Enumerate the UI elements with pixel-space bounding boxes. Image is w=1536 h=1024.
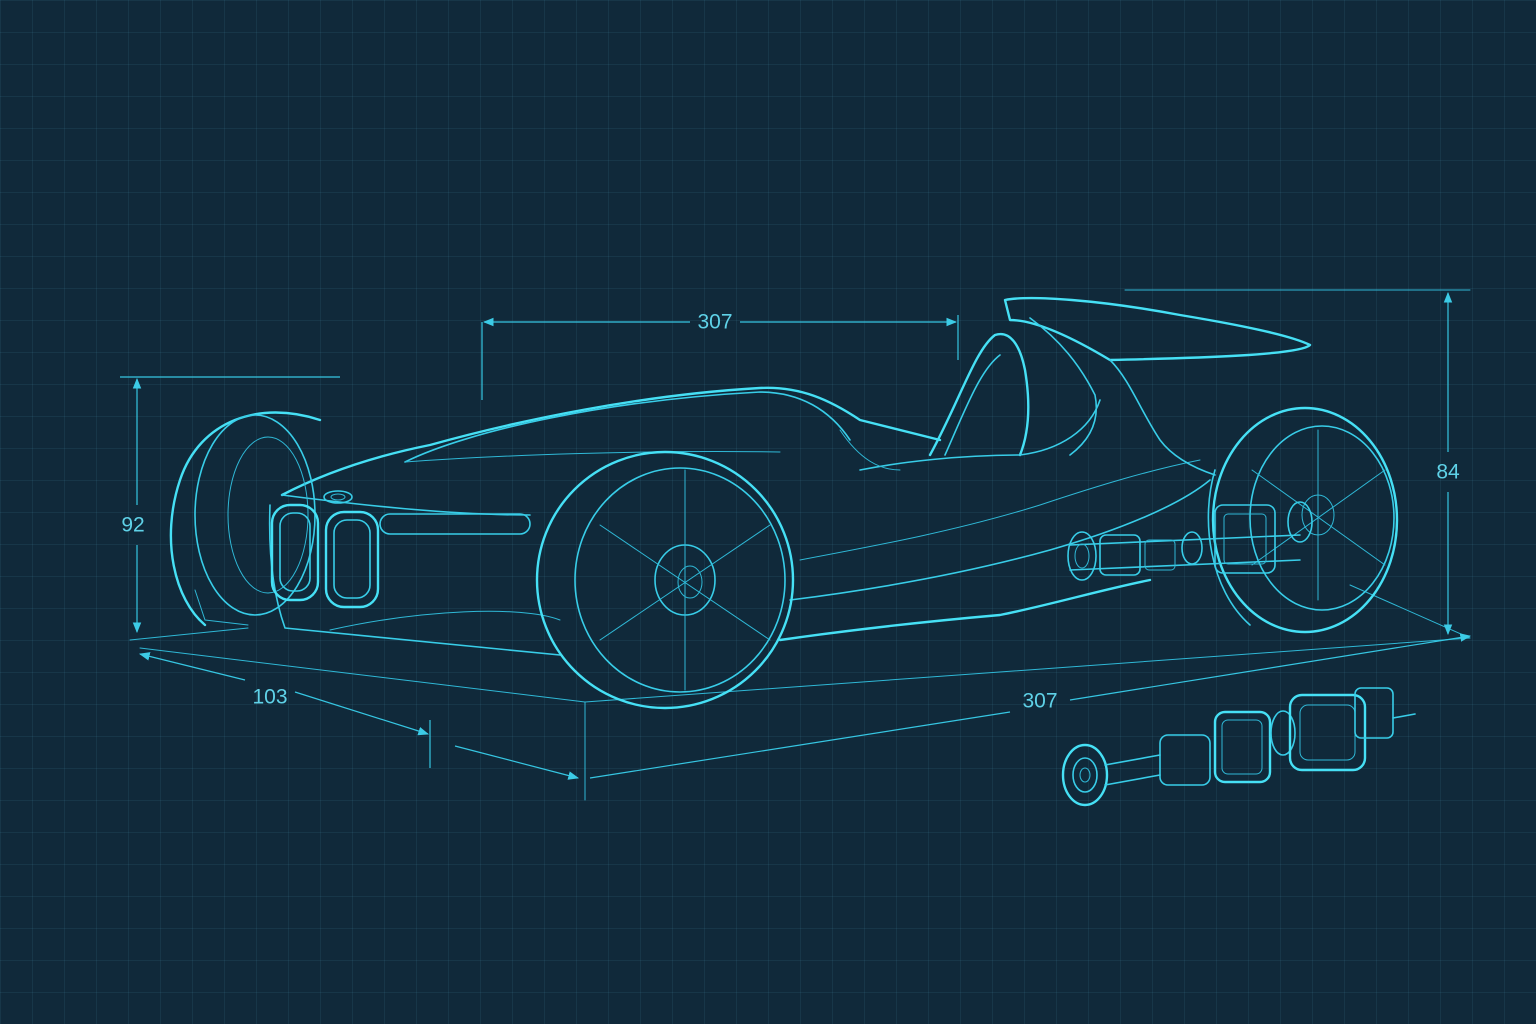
dimension-label-wheelbase: 307 <box>697 311 732 334</box>
dimension-label-front-height: 92 <box>121 514 144 537</box>
front-left-wheel <box>169 411 322 627</box>
dimension-label-length: 307 <box>1022 690 1057 713</box>
dimension-width <box>138 652 431 768</box>
front-right-wheel <box>535 450 795 710</box>
dimension-front-height <box>120 376 340 634</box>
rear-wheel <box>1207 406 1399 634</box>
car-body <box>268 289 1471 656</box>
rear-drivetrain <box>1067 501 1313 581</box>
dimension-label-width: 103 <box>252 686 287 709</box>
exploded-motor-assembly <box>1061 687 1416 807</box>
dimension-label-rear-height: 84 <box>1436 461 1460 484</box>
kidney-grille <box>270 490 380 609</box>
dimension-length <box>454 633 1472 780</box>
dimension-top-wheelbase <box>481 315 959 400</box>
